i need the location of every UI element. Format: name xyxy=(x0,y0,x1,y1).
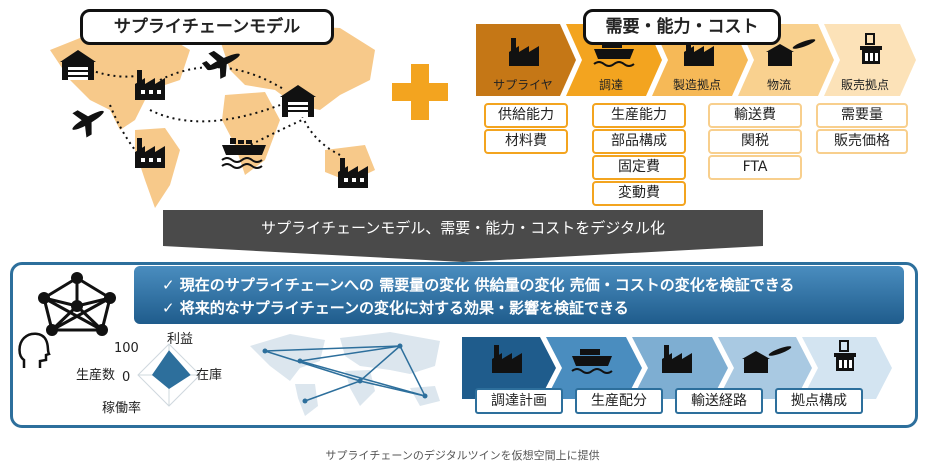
africa-shape xyxy=(222,92,280,175)
factory-icon xyxy=(492,345,522,373)
banner-arrow xyxy=(163,246,763,262)
item-transport-route: 輸送経路 xyxy=(675,388,763,414)
digital-stage-chevrons xyxy=(462,337,892,399)
attr-sales-price: 販売価格 xyxy=(816,129,908,154)
attr-variable-cost: 変動費 xyxy=(592,181,686,206)
radar-chart xyxy=(137,343,201,407)
attr-parts-structure: 部品構成 xyxy=(592,129,686,154)
store-icon xyxy=(834,340,856,371)
world-map xyxy=(50,18,375,208)
attr-tariff: 関税 xyxy=(708,129,802,154)
warehouse-airplane-icon xyxy=(742,346,792,373)
digitalize-banner: サプライチェーンモデル、需要・能力・コストをデジタル化 xyxy=(163,210,763,246)
stage-label-logistics: 物流 xyxy=(766,78,791,92)
radar-scale-min: 0 xyxy=(122,370,131,385)
route-line xyxy=(159,66,286,91)
attr-production-capacity: 生産能力 xyxy=(592,103,686,128)
item-production-allocation: 生産配分 xyxy=(575,388,663,414)
radar-scale-max: 100 xyxy=(114,341,139,356)
person-head-icon xyxy=(18,332,51,368)
ship-icon xyxy=(221,138,266,169)
factory-icon xyxy=(135,138,165,168)
attr-fixed-cost: 固定費 xyxy=(592,155,686,180)
stage-label-sales: 販売拠点 xyxy=(840,78,889,92)
route-line xyxy=(149,104,281,123)
radar-axis-utilization: 稼働率 xyxy=(102,401,142,416)
stage-label-supplier: サプライヤ xyxy=(493,78,553,92)
factory-icon xyxy=(135,70,165,100)
network-icon xyxy=(38,272,116,336)
message-line-future: ✓ 将来的なサプライチェーンの変化に対する効果・影響を検証できる xyxy=(162,299,629,317)
digital-world-map xyxy=(250,332,440,416)
capability-message-box: ✓ 現在のサプライチェーンへの 需要量の変化 供給量の変化 売価・コストの変化を… xyxy=(134,266,904,324)
message-line-current: ✓ 現在のサプライチェーンへの 需要量の変化 供給量の変化 売価・コストの変化を… xyxy=(162,276,795,294)
radar-axis-profit: 利益 xyxy=(167,332,194,347)
ship-icon xyxy=(593,42,635,67)
factory-icon xyxy=(509,38,539,66)
stage-label-manufacturing: 製造拠点 xyxy=(672,78,721,92)
route-line xyxy=(299,109,341,156)
factory-icon xyxy=(338,158,368,188)
europe-asia-shape xyxy=(220,25,375,110)
figure-caption: サプライチェーンのデジタルツインを仮想空間上に提供 xyxy=(325,449,600,462)
ship-icon xyxy=(571,349,613,374)
factory-icon xyxy=(684,38,714,66)
item-procurement-plan: 調達計画 xyxy=(475,388,563,414)
attr-supply-capacity: 供給能力 xyxy=(484,103,568,128)
airplane-icon xyxy=(72,110,104,138)
radar-value-shape xyxy=(151,350,191,389)
demand-capacity-cost-title: 需要・能力・コスト xyxy=(583,9,781,45)
attr-material-cost: 材料費 xyxy=(484,129,568,154)
radar-axis-inventory: 在庫 xyxy=(196,368,223,383)
warehouse-icon xyxy=(280,85,316,117)
airplane-icon xyxy=(201,50,240,79)
attr-fta: FTA xyxy=(708,155,802,180)
radar-axis-production: 生産数 xyxy=(76,368,116,383)
supply-chain-model-title: サプライチェーンモデル xyxy=(80,9,334,45)
stage-label-procurement: 調達 xyxy=(598,78,623,92)
plus-icon xyxy=(392,64,448,120)
warehouse-icon xyxy=(60,50,96,80)
item-site-configuration: 拠点構成 xyxy=(775,388,863,414)
store-icon xyxy=(860,33,882,64)
warehouse-airplane-icon xyxy=(766,39,816,66)
factory-icon xyxy=(662,345,692,373)
attr-demand: 需要量 xyxy=(816,103,908,128)
attr-transport-cost: 輸送費 xyxy=(708,103,802,128)
